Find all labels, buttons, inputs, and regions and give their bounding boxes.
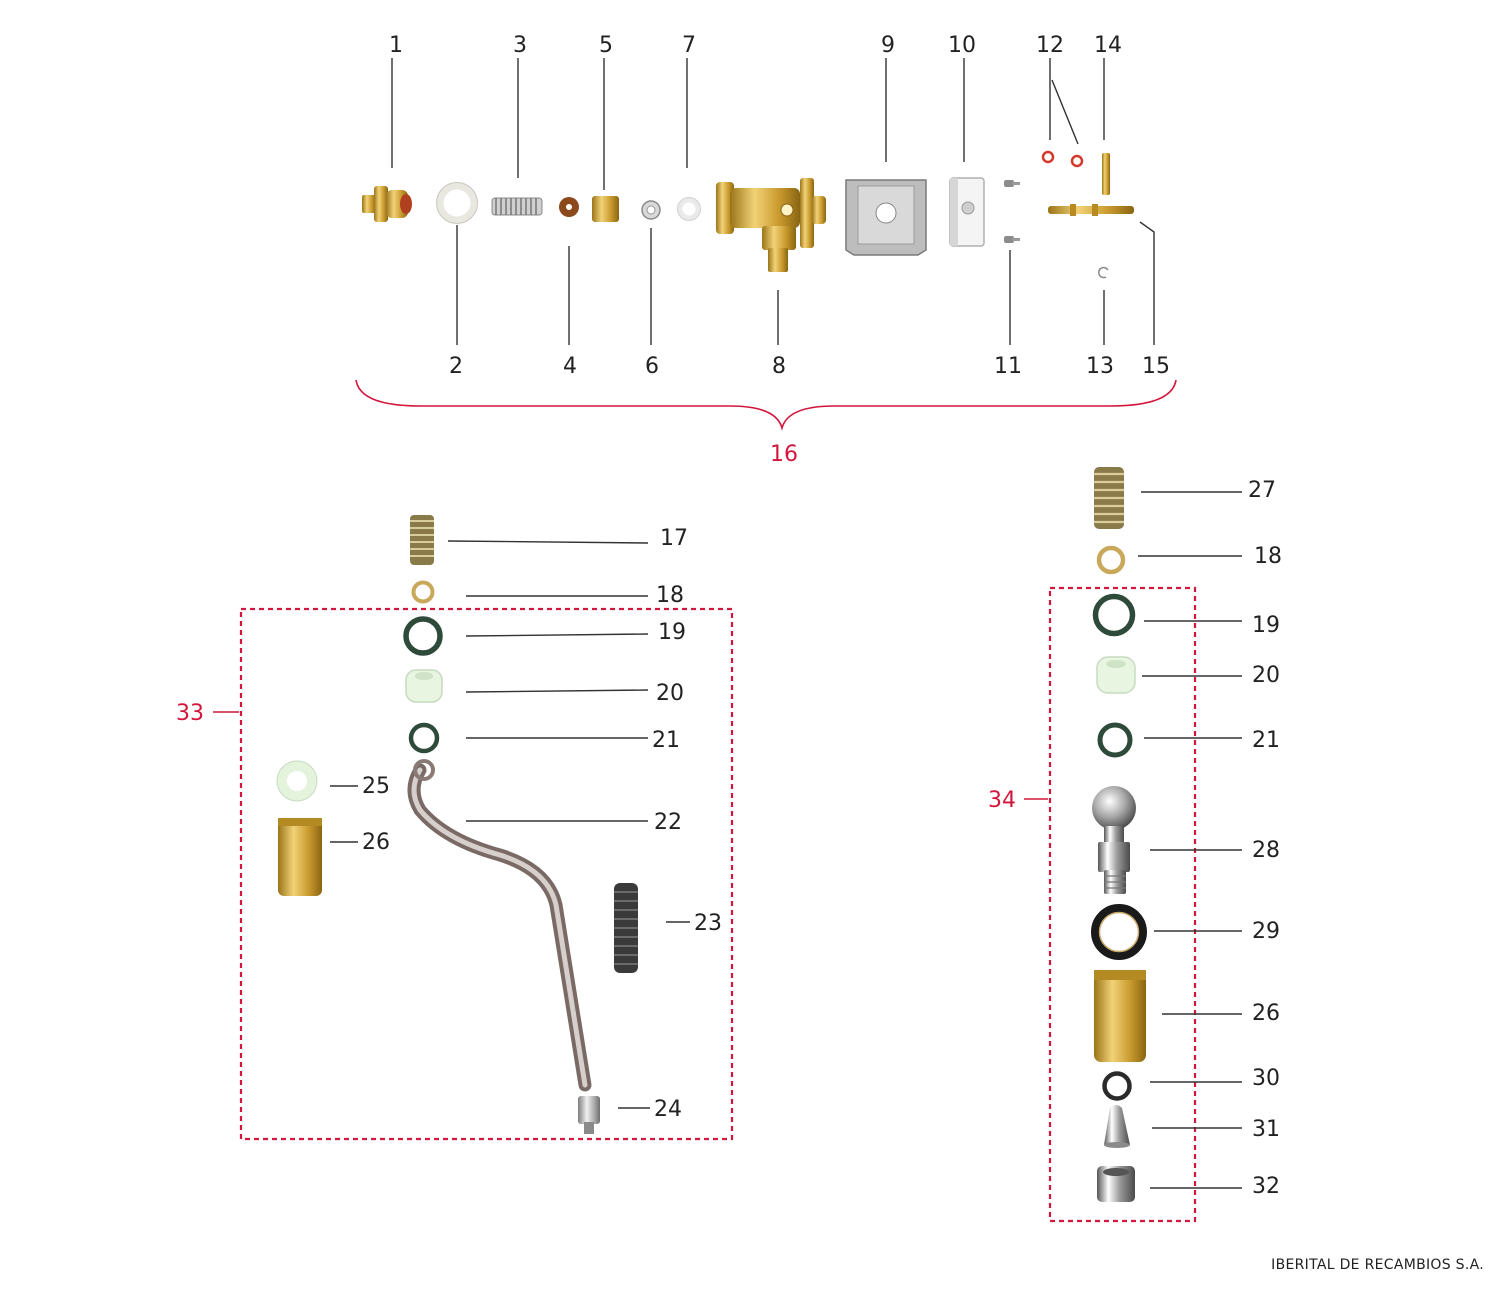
label-26-right: 26 xyxy=(1252,1001,1280,1026)
part-26-brass-nut-left xyxy=(278,818,322,896)
label-28: 28 xyxy=(1252,838,1280,863)
part-25-ptfe-ring xyxy=(276,760,318,802)
label-19-right: 19 xyxy=(1252,613,1280,638)
right-leader-lines xyxy=(1138,491,1242,1189)
label-29: 29 xyxy=(1252,919,1280,944)
label-3: 3 xyxy=(513,33,527,58)
part-19-oring-right xyxy=(1092,593,1136,637)
part-3-spring xyxy=(491,197,543,216)
part-14-pin xyxy=(1102,153,1110,195)
part-4-washer xyxy=(559,197,579,217)
label-24: 24 xyxy=(654,1097,682,1122)
label-13: 13 xyxy=(1086,354,1114,379)
label-15: 15 xyxy=(1142,354,1170,379)
label-14: 14 xyxy=(1094,33,1122,58)
top-leader-lines xyxy=(391,58,1155,345)
label-21-right: 21 xyxy=(1252,728,1280,753)
label-27: 27 xyxy=(1248,478,1276,503)
label-33: 33 xyxy=(176,701,204,726)
label-9: 9 xyxy=(881,33,895,58)
part-6-nut xyxy=(641,200,661,220)
part-1-brass-fitting xyxy=(362,186,412,222)
label-21-left: 21 xyxy=(652,728,680,753)
label-2: 2 xyxy=(449,354,463,379)
part-11-screws xyxy=(1004,180,1020,243)
label-20-left: 20 xyxy=(656,681,684,706)
label-5: 5 xyxy=(599,33,613,58)
part-29-large-oring xyxy=(1091,904,1147,960)
label-17-left: 17 xyxy=(660,526,688,551)
label-19-left: 19 xyxy=(658,620,686,645)
label-4: 4 xyxy=(563,354,577,379)
group-box-33 xyxy=(239,607,734,1141)
part-20-ptfe-ring xyxy=(405,669,443,703)
label-26-left: 26 xyxy=(362,830,390,855)
part-22-steam-wand xyxy=(407,759,592,1092)
part-24-wand-tip xyxy=(578,1096,600,1134)
label-11: 11 xyxy=(994,354,1022,379)
group-brace-16 xyxy=(355,379,1177,432)
label-25: 25 xyxy=(362,774,390,799)
part-17-spring xyxy=(410,515,434,565)
part-20-ptfe-ring-right xyxy=(1096,656,1136,694)
label-10: 10 xyxy=(948,33,976,58)
part-31-chrome-cap xyxy=(1104,1105,1130,1148)
label-34: 34 xyxy=(988,788,1016,813)
left-leader-lines xyxy=(330,540,690,1109)
label-18-left: 18 xyxy=(656,583,684,608)
part-7-ptfe-ring xyxy=(677,197,701,221)
part-23-threaded-insert xyxy=(614,883,638,973)
label-18-right: 18 xyxy=(1254,544,1282,569)
part-18-washer xyxy=(411,580,435,604)
part-28-ball-joint xyxy=(1092,786,1136,894)
part-5-brass-bushing xyxy=(592,196,619,222)
part-18-washer-right xyxy=(1096,545,1126,575)
part-21-oring xyxy=(408,722,440,754)
label-8: 8 xyxy=(772,354,786,379)
part-27-spring xyxy=(1094,467,1124,529)
company-footer: IBERITAL DE RECAMBIOS S.A. xyxy=(1271,1257,1484,1273)
label-1: 1 xyxy=(389,33,403,58)
label-12: 12 xyxy=(1036,33,1064,58)
part-26-brass-nut-right xyxy=(1094,970,1146,1062)
part-13-clip xyxy=(1097,266,1109,279)
label-31: 31 xyxy=(1252,1117,1280,1142)
group-box-34 xyxy=(1048,586,1197,1223)
label-30: 30 xyxy=(1252,1066,1280,1091)
label-7: 7 xyxy=(682,33,696,58)
part-12-red-orings xyxy=(1041,150,1084,168)
part-30-small-oring xyxy=(1102,1071,1132,1101)
part-15-shaft xyxy=(1048,204,1134,216)
label-20-right: 20 xyxy=(1252,663,1280,688)
label-16: 16 xyxy=(770,442,798,467)
part-10-cam-block xyxy=(949,177,985,247)
part-21-oring-right xyxy=(1097,722,1133,758)
part-32-hex-nut xyxy=(1097,1166,1135,1202)
part-8-valve-body xyxy=(716,178,826,272)
part-9-bracket xyxy=(845,179,927,256)
label-32: 32 xyxy=(1252,1174,1280,1199)
part-2-ptfe-washer xyxy=(436,182,478,224)
label-23: 23 xyxy=(694,911,722,936)
label-22: 22 xyxy=(654,810,682,835)
label-6: 6 xyxy=(645,354,659,379)
part-19-oring xyxy=(403,616,443,656)
